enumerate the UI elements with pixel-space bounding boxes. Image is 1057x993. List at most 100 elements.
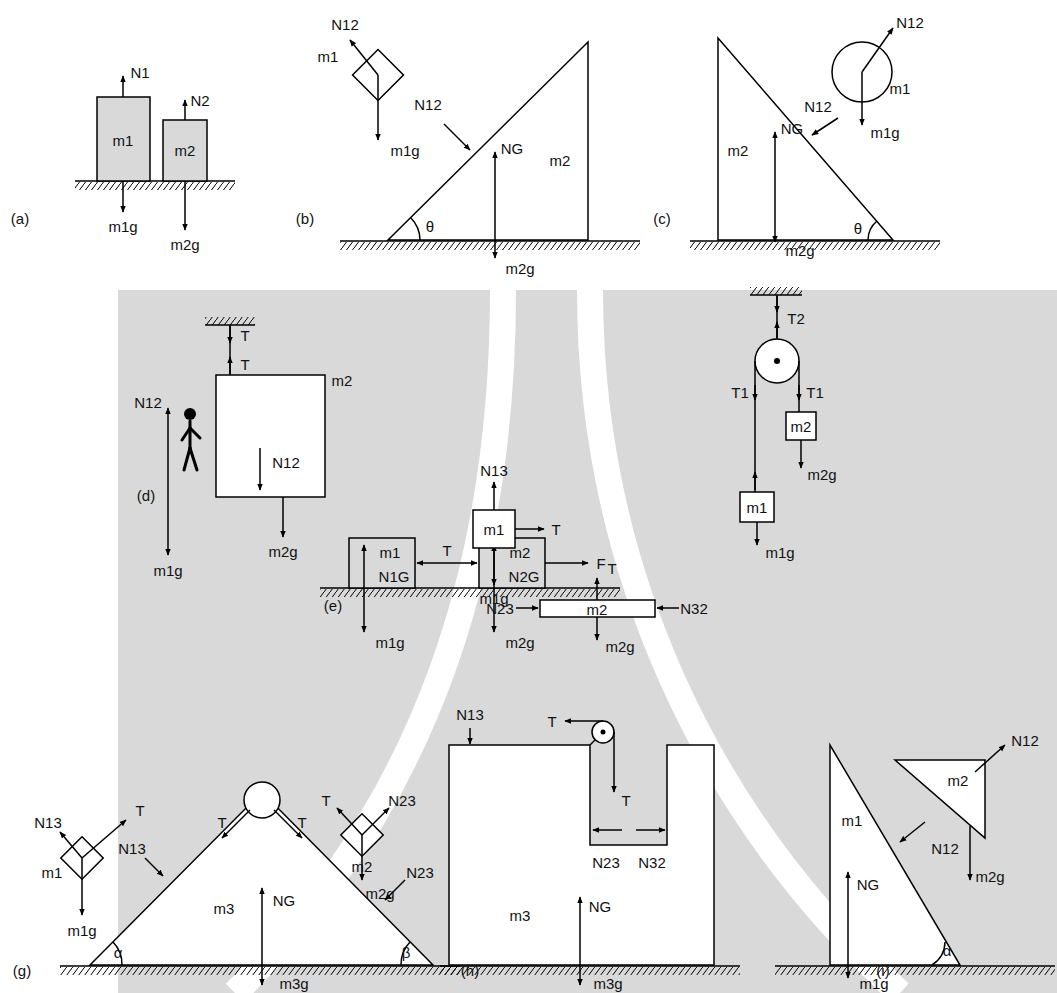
force-label: NG — [273, 893, 296, 908]
force-label: m1 — [484, 522, 505, 537]
drawing-path — [449, 745, 714, 965]
panel-g — [60, 782, 460, 985]
drawing-line — [776, 296, 778, 312]
drawing-line — [229, 325, 231, 375]
force-label: θ — [426, 219, 434, 234]
drawing-rect — [473, 510, 515, 548]
force-label: N12 — [414, 97, 442, 112]
force-label: m1g — [153, 563, 182, 578]
drawing-line — [579, 897, 581, 940]
force-label: N2G — [509, 569, 540, 584]
drawing-line — [337, 808, 362, 835]
drawing-line — [862, 28, 893, 72]
drawing-rect — [690, 242, 940, 250]
drawing-line — [493, 482, 495, 510]
drawing-rect — [97, 97, 150, 181]
panel-d — [168, 317, 325, 555]
drawing-line — [494, 152, 496, 200]
force-label: m3 — [510, 908, 531, 923]
drawing-circle — [755, 339, 799, 383]
panel-b — [340, 40, 640, 258]
drawing-line — [847, 925, 849, 978]
drawing-line — [145, 858, 163, 876]
force-label: N12 — [896, 15, 924, 30]
force-label: m3g — [593, 975, 622, 990]
force-label: m1 — [890, 81, 911, 96]
drawing-circle — [592, 721, 614, 743]
drawing-rect — [216, 375, 325, 497]
force-label: T1 — [731, 385, 749, 400]
drawing-line — [657, 607, 679, 609]
drawing-line — [579, 940, 581, 985]
drawing-line — [750, 294, 802, 296]
panel-c — [690, 28, 940, 250]
force-label: N13 — [118, 841, 146, 856]
drawing-rect — [163, 120, 207, 181]
drawing-line — [229, 326, 231, 343]
drawing-line — [774, 132, 776, 190]
force-label: (d) — [137, 488, 155, 503]
force-label: T — [135, 803, 144, 818]
force-label: T — [240, 328, 249, 343]
drawing-rect — [540, 600, 655, 617]
drawing-line — [494, 200, 496, 258]
force-label: m2 — [550, 153, 571, 168]
force-label: m1g — [870, 125, 899, 140]
force-label: NG — [857, 877, 880, 892]
drawing-line — [469, 728, 471, 744]
drawing-line — [565, 720, 603, 722]
force-label: m1g — [859, 975, 888, 990]
drawing-rect — [320, 589, 620, 597]
drawing-line — [613, 732, 615, 792]
force-label: m3g — [279, 975, 308, 990]
force-label: N23 — [592, 855, 620, 870]
force-label: m3 — [214, 901, 235, 916]
force-label: (a) — [11, 211, 29, 226]
drawing-rect — [75, 182, 235, 190]
force-label: N23 — [406, 865, 434, 880]
force-label: F — [596, 556, 605, 571]
drawing-line — [261, 888, 263, 935]
drawing-line — [167, 452, 169, 555]
force-label: m1 — [747, 500, 768, 515]
drawing-line — [122, 181, 124, 212]
force-label: NG — [501, 141, 524, 156]
drawing-line — [754, 385, 756, 400]
force-label: (c) — [653, 211, 671, 226]
drawing-line — [60, 832, 82, 858]
panel-a — [75, 76, 235, 230]
force-label: N32 — [638, 855, 666, 870]
force-label: T1 — [806, 385, 824, 400]
force-label: N12 — [804, 99, 832, 114]
force-label: N13 — [480, 463, 508, 478]
force-label: m2 — [510, 545, 531, 560]
force-label: N23 — [388, 793, 416, 808]
force-label: T — [240, 357, 249, 372]
force-label: m2g — [505, 635, 534, 650]
panel-h — [440, 482, 740, 985]
drawing-line — [969, 826, 971, 880]
drawing-path — [411, 218, 420, 240]
drawing-line — [545, 562, 588, 564]
drawing-line — [812, 118, 838, 135]
force-label: (g) — [13, 963, 31, 978]
force-label: m2g — [785, 243, 814, 258]
drawing-line — [975, 745, 1005, 772]
drawing-line — [259, 448, 261, 490]
force-label: m2 — [791, 419, 812, 434]
drawing-rect — [340, 242, 640, 250]
drawing-line — [350, 40, 378, 75]
force-label: NG — [589, 899, 612, 914]
drawing-line — [189, 421, 192, 448]
drawing-circle — [244, 782, 280, 818]
force-label: m2g — [268, 544, 297, 559]
force-label: (h) — [461, 963, 479, 978]
drawing-rect — [205, 317, 255, 325]
force-label: N23 — [486, 601, 514, 616]
drawing-line — [516, 607, 538, 609]
drawing-line — [596, 578, 598, 600]
drawing-path — [113, 942, 122, 965]
force-label: T — [551, 522, 560, 537]
force-label: (e) — [324, 598, 342, 613]
drawing-path — [868, 221, 877, 240]
